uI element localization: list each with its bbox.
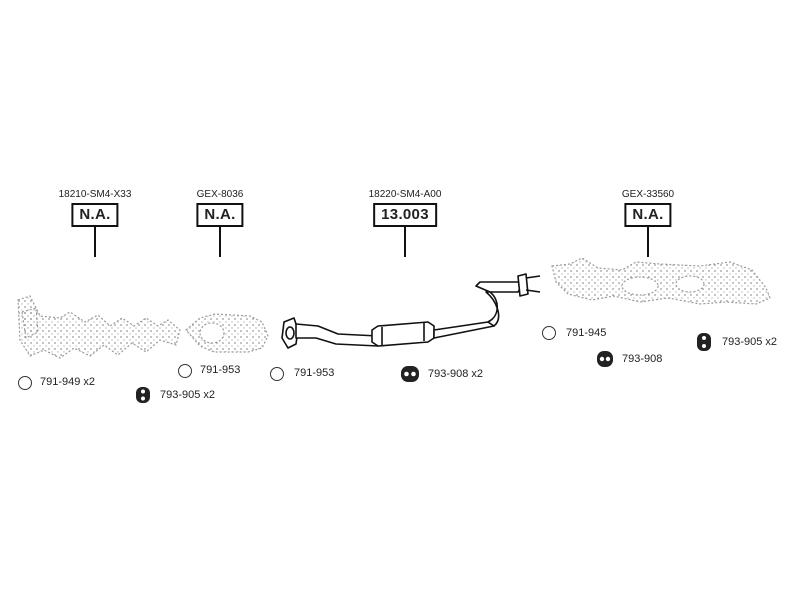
callout-stem bbox=[94, 227, 96, 257]
ring-icon bbox=[542, 326, 556, 340]
callout-stem bbox=[404, 227, 406, 257]
callout-stem bbox=[219, 227, 221, 257]
part-availability-box[interactable]: N.A. bbox=[71, 203, 119, 227]
rubber-hanger-icon bbox=[697, 333, 711, 351]
catalyst-outline bbox=[185, 313, 269, 353]
manifold-outline bbox=[17, 295, 181, 359]
part-availability-box[interactable]: N.A. bbox=[624, 203, 672, 227]
rear-silencer-outline bbox=[551, 257, 771, 305]
ring-icon bbox=[270, 367, 284, 381]
fitting-label[interactable]: 793-908 x2 bbox=[428, 368, 484, 380]
rubber-hanger-icon bbox=[597, 351, 613, 367]
rubber-hanger-icon bbox=[136, 387, 150, 403]
fitting-label[interactable]: 791-953 bbox=[294, 367, 335, 379]
part-code: GEX-33560 bbox=[621, 189, 675, 200]
fitting-label[interactable]: 791-949 x2 bbox=[40, 376, 96, 388]
ring-icon bbox=[18, 376, 32, 390]
ring-icon bbox=[178, 364, 192, 378]
fitting-label[interactable]: 793-905 x2 bbox=[160, 389, 216, 401]
front-pipe-silencer bbox=[281, 273, 541, 349]
rubber-hanger-icon bbox=[401, 366, 419, 382]
part-code: 18210-SM4-X33 bbox=[58, 189, 132, 200]
part-availability-box[interactable]: 13.003 bbox=[373, 203, 437, 227]
part-code: GEX-8036 bbox=[196, 189, 244, 200]
fitting-label[interactable]: 793-908 bbox=[622, 353, 663, 365]
fitting-label[interactable]: 791-953 bbox=[200, 364, 241, 376]
fitting-label[interactable]: 793-905 x2 bbox=[722, 336, 778, 348]
fitting-label[interactable]: 791-945 bbox=[566, 327, 607, 339]
part-availability-box[interactable]: N.A. bbox=[196, 203, 244, 227]
part-code: 18220-SM4-A00 bbox=[368, 189, 442, 200]
callout-stem bbox=[647, 227, 649, 257]
